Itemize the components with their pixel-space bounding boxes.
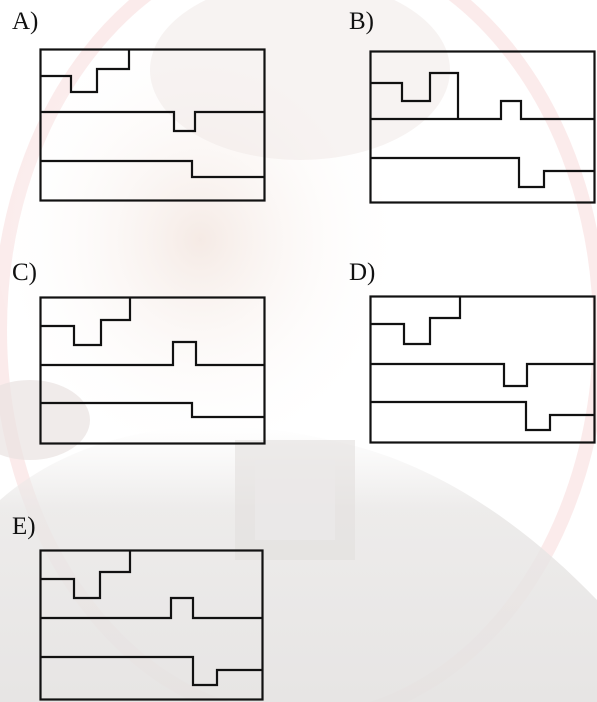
- top-notch-line: [40, 550, 132, 600]
- option-a-label[interactable]: A): [12, 8, 39, 35]
- middle-divider: [370, 362, 595, 388]
- outer-frame: [39, 48, 266, 202]
- middle-divider: [40, 340, 265, 367]
- option-d-figure[interactable]: [368, 294, 597, 446]
- lower-divider: [40, 655, 263, 687]
- middle-divider: [40, 110, 265, 133]
- lower-divider: [40, 401, 265, 419]
- option-b-figure[interactable]: [368, 49, 597, 207]
- option-a-figure[interactable]: [38, 47, 268, 205]
- top-notch-line: [40, 49, 131, 94]
- middle-divider: [370, 99, 595, 121]
- middle-divider: [40, 596, 263, 620]
- lower-divider: [370, 400, 595, 432]
- lower-divider: [370, 156, 595, 189]
- option-d-label[interactable]: D): [349, 259, 376, 286]
- option-e-figure[interactable]: [38, 548, 268, 702]
- outer-frame: [369, 50, 596, 204]
- option-b-label[interactable]: B): [349, 8, 374, 35]
- option-c-figure[interactable]: [38, 295, 268, 447]
- top-notch-line: [370, 71, 460, 119]
- top-notch-line: [370, 296, 462, 346]
- option-c-label[interactable]: C): [12, 259, 37, 286]
- top-notch-line: [40, 297, 132, 347]
- outer-frame: [39, 549, 264, 701]
- lower-divider: [40, 159, 265, 179]
- outer-frame: [369, 295, 596, 444]
- outer-frame: [39, 296, 266, 445]
- option-e-label[interactable]: E): [12, 513, 36, 540]
